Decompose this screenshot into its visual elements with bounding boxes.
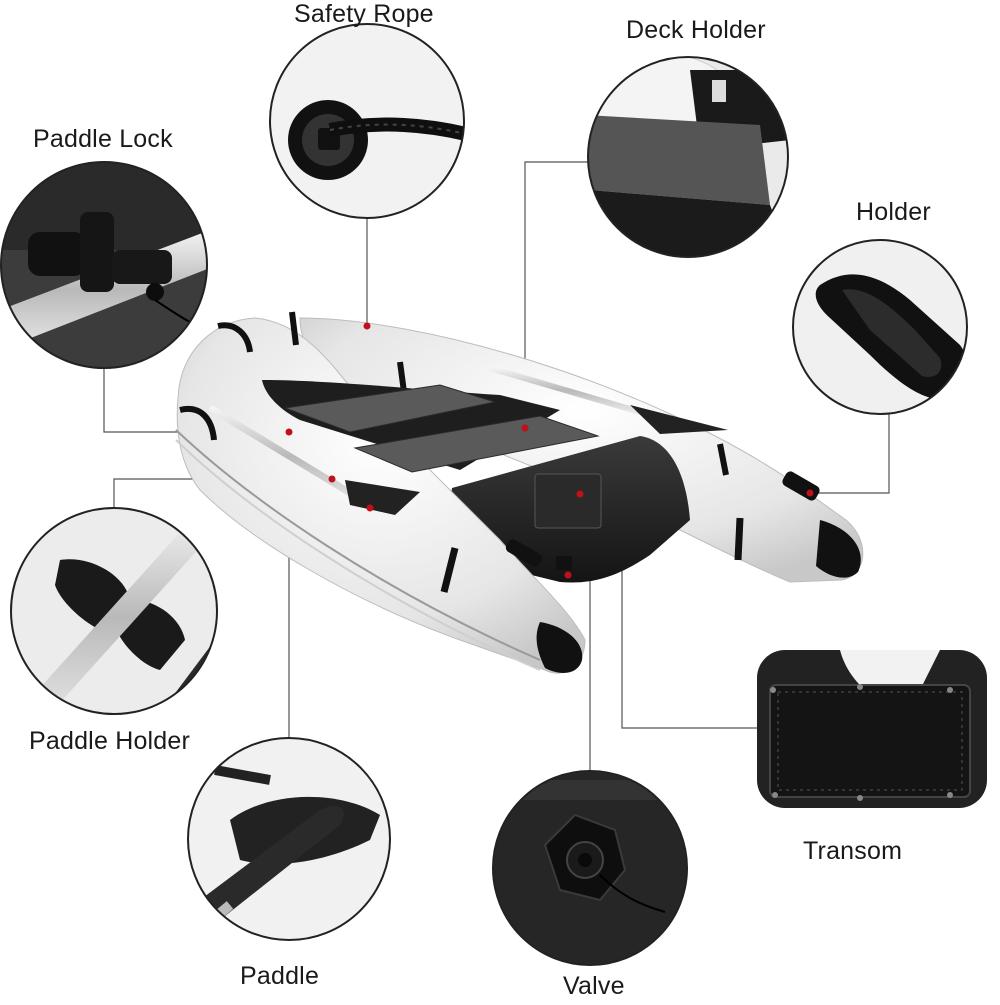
label-holder: Holder — [856, 198, 931, 226]
label-deck-holder: Deck Holder — [626, 16, 766, 44]
detail-holder — [792, 239, 968, 415]
marker-dots — [285, 322, 814, 579]
leader-deck-holder — [524, 161, 588, 428]
label-valve: Valve — [563, 972, 625, 1000]
boat-illustration — [175, 311, 864, 674]
label-safety-rope: Safety Rope — [294, 0, 434, 28]
detail-transom — [757, 650, 987, 808]
detail-paddle — [187, 737, 391, 941]
detail-deck-holder — [587, 56, 789, 258]
label-paddle-holder: Paddle Holder — [29, 727, 191, 755]
detail-paddle-lock — [0, 161, 208, 369]
detail-valve — [492, 770, 688, 966]
marker-paddle-lock — [285, 428, 293, 436]
label-transom: Transom — [803, 837, 903, 865]
leader-valve — [568, 574, 591, 771]
detail-safety-rope — [269, 23, 465, 219]
marker-safety-rope — [363, 322, 371, 330]
marker-holder — [806, 489, 814, 497]
label-paddle: Paddle — [240, 962, 320, 990]
marker-deck-holder — [521, 424, 529, 432]
detail-paddle-holder — [10, 507, 218, 715]
label-paddle-lock: Paddle Lock — [33, 125, 173, 153]
marker-valve — [564, 571, 572, 579]
marker-paddle — [366, 504, 374, 512]
marker-transom — [576, 490, 584, 498]
marker-paddle-holder — [328, 475, 336, 483]
leader-holder — [810, 414, 890, 494]
